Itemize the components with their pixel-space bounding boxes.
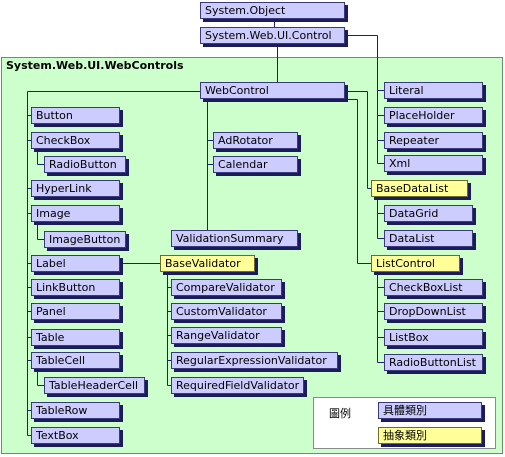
namespace-label: System.Web.UI.WebControls xyxy=(6,59,184,72)
legend-abstract-class: 抽象類別 xyxy=(378,427,482,444)
class-requiredfieldvalidator: RequiredFieldValidator xyxy=(171,377,304,394)
class-textbox: TextBox xyxy=(31,427,120,444)
class-repeater: Repeater xyxy=(384,132,483,149)
class-webcontrol: WebControl xyxy=(200,82,345,99)
class-rangevalidator: RangeValidator xyxy=(171,327,282,344)
class-customvalidator: CustomValidator xyxy=(171,303,282,320)
class-linkbutton: LinkButton xyxy=(31,279,120,296)
class-calendar: Calendar xyxy=(213,156,298,173)
class-panel: Panel xyxy=(31,303,120,320)
class-checkboxlist: CheckBoxList xyxy=(384,279,483,296)
class-listcontrol: ListControl xyxy=(371,255,460,272)
class-tablerow: TableRow xyxy=(31,402,120,419)
class-image: Image xyxy=(31,205,120,222)
class-system-web-ui-control: System.Web.UI.Control xyxy=(200,27,345,44)
class-table: Table xyxy=(31,329,120,346)
class-tablecell: TableCell xyxy=(31,352,120,369)
legend-concrete-class: 具體類別 xyxy=(378,402,482,419)
class-dropdownlist: DropDownList xyxy=(384,303,483,320)
class-adrotator: AdRotator xyxy=(213,132,298,149)
class-basevalidator: BaseValidator xyxy=(160,255,255,272)
legend-title: 圖例 xyxy=(329,407,351,420)
class-literal: Literal xyxy=(384,82,483,99)
class-radiobuttonlist: RadioButtonList xyxy=(384,354,483,371)
class-system-object: System.Object xyxy=(200,2,345,19)
class-placeholder: PlaceHolder xyxy=(384,107,483,124)
class-validationsummary: ValidationSummary xyxy=(171,230,298,247)
class-radiobutton: RadioButton xyxy=(44,156,126,173)
class-tableheadercell: TableHeaderCell xyxy=(44,377,145,394)
class-imagebutton: ImageButton xyxy=(44,231,126,248)
class-listbox: ListBox xyxy=(384,329,483,346)
class-xml: Xml xyxy=(384,155,483,172)
class-regularexpressionvalidator: RegularExpressionValidator xyxy=(171,352,338,369)
class-datalist: DataList xyxy=(384,230,473,247)
class-button: Button xyxy=(31,107,120,124)
class-label: Label xyxy=(31,255,120,272)
class-checkbox: CheckBox xyxy=(31,132,120,149)
class-datagrid: DataGrid xyxy=(384,205,473,222)
class-basedatalist: BaseDataList xyxy=(371,180,468,197)
class-comparevalidator: CompareValidator xyxy=(171,279,282,296)
class-hyperlink: HyperLink xyxy=(31,180,120,197)
